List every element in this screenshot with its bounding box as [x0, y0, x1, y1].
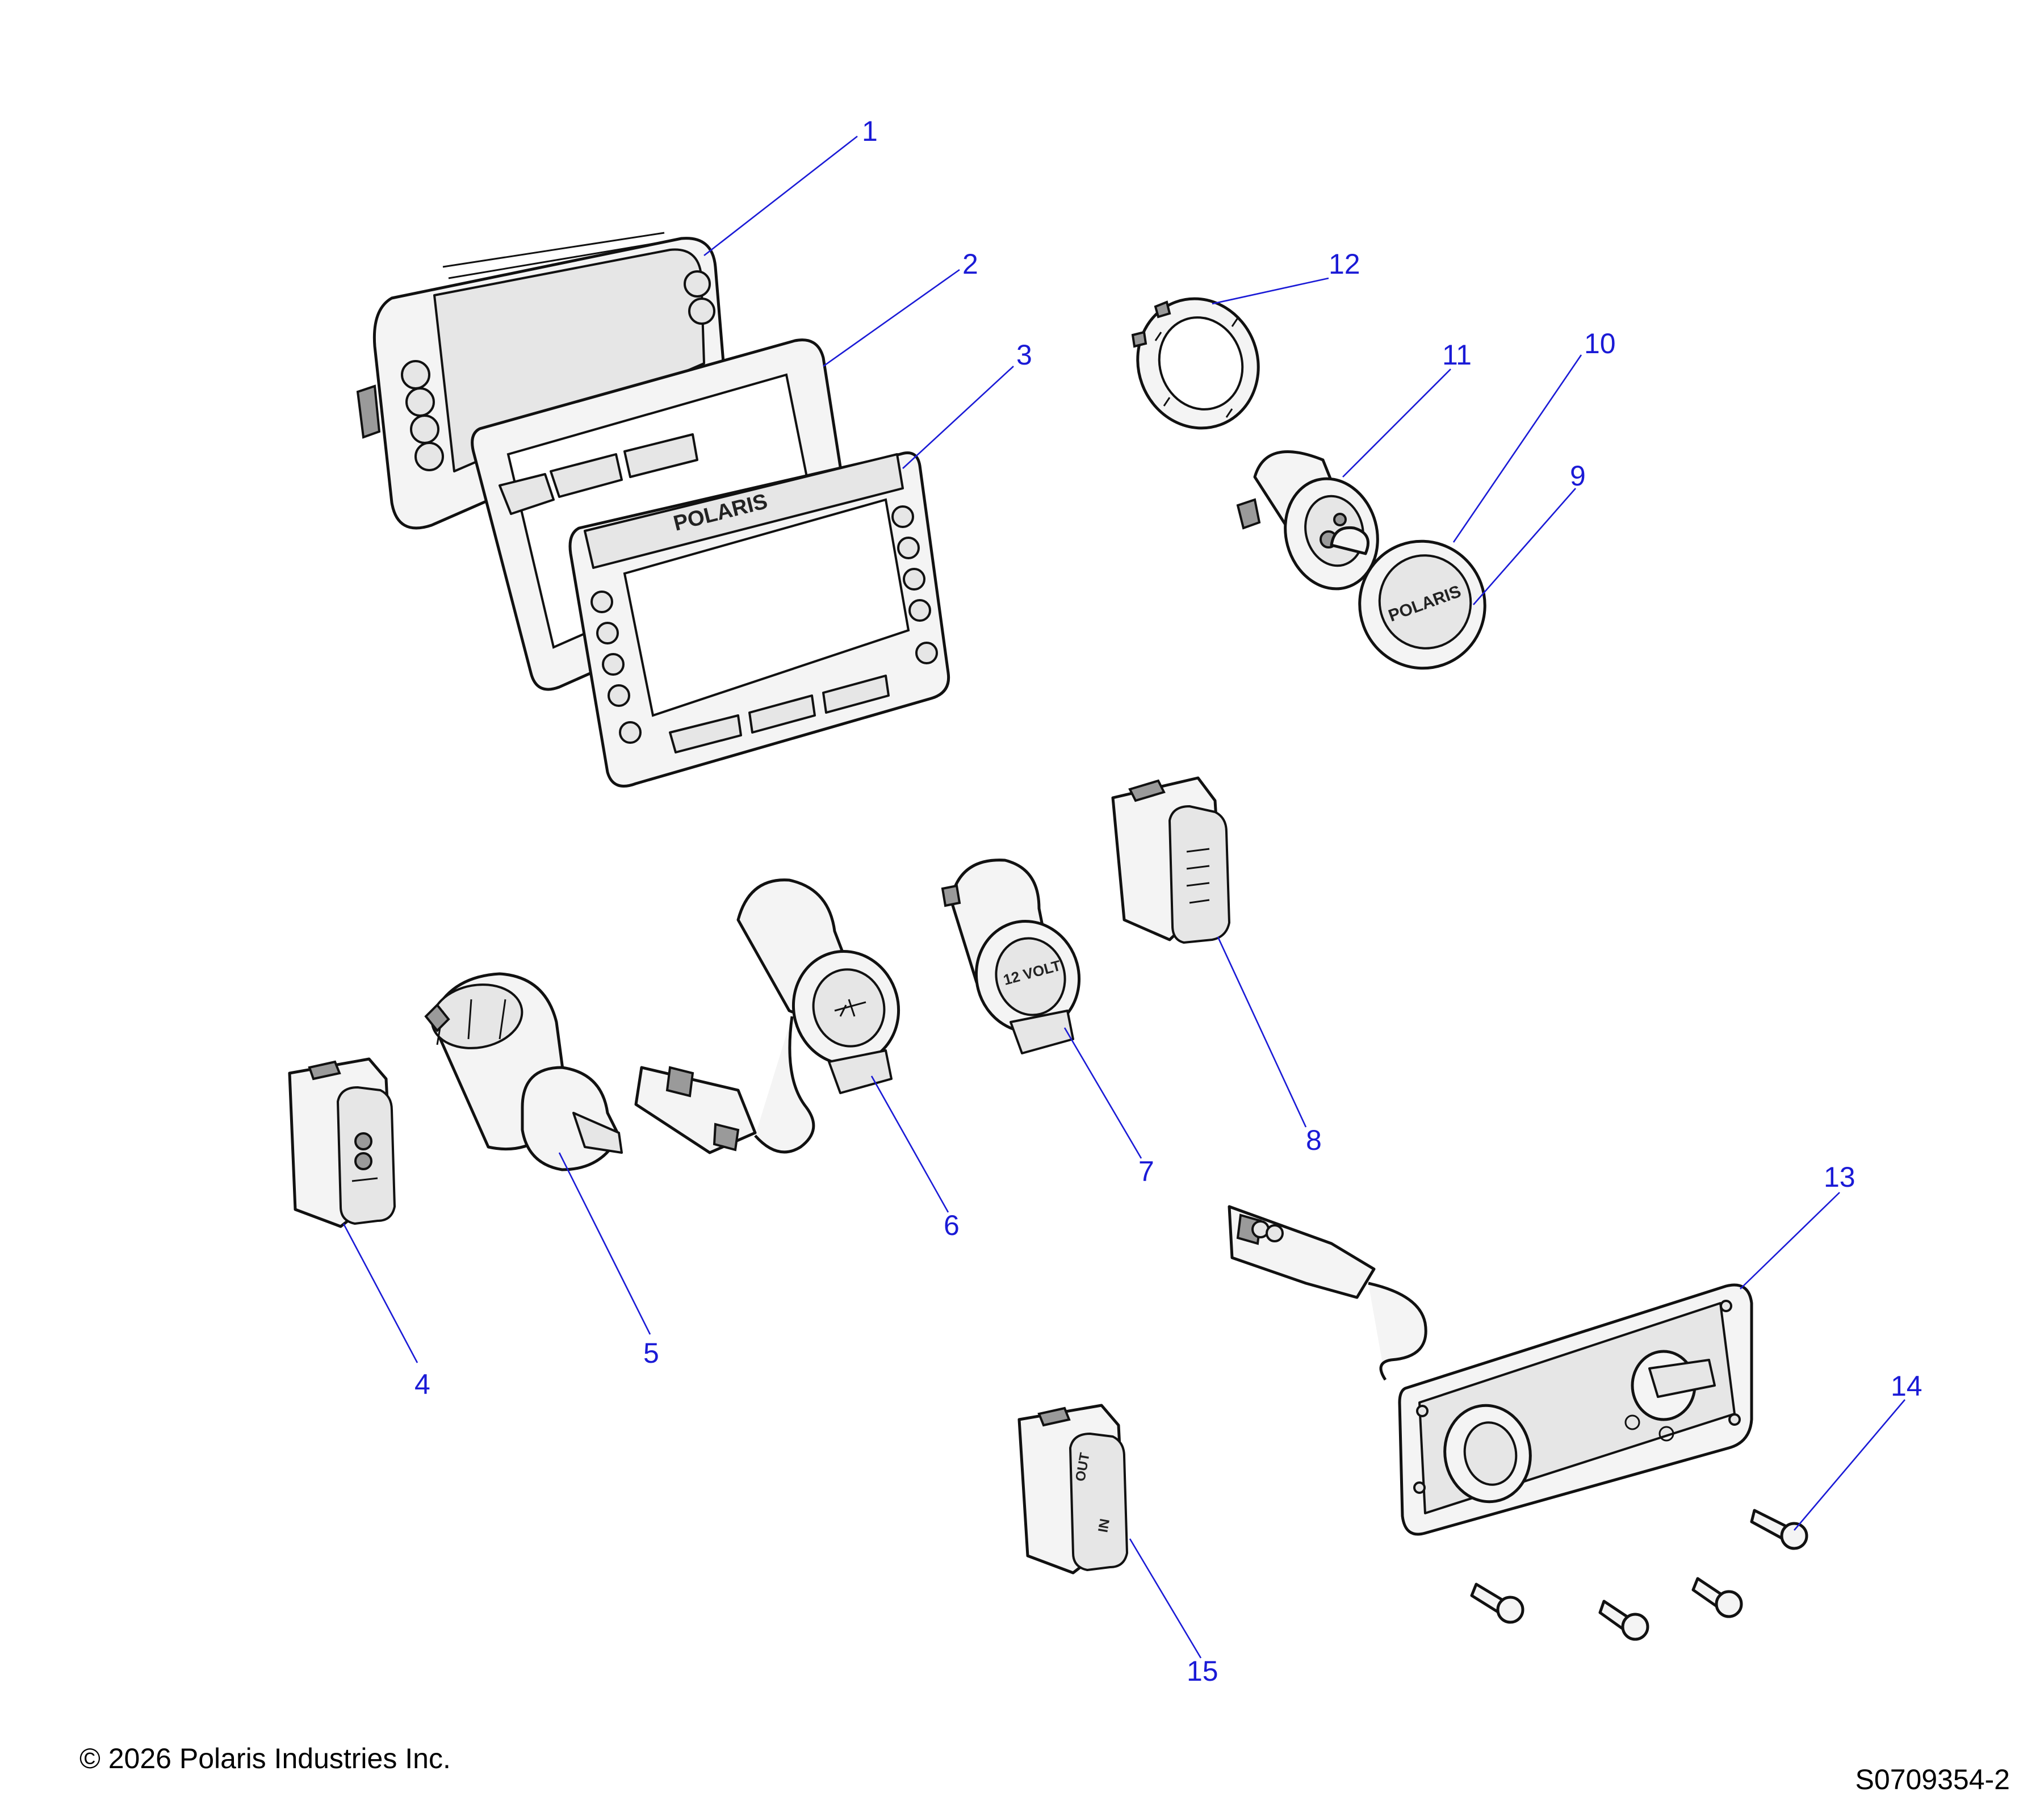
copyright-text: © 2026 Polaris Industries Inc.	[79, 1743, 451, 1774]
part-14-screws	[1470, 1509, 1808, 1641]
callout-6: 6	[944, 1209, 960, 1241]
callout-14: 14	[1891, 1370, 1922, 1402]
callout-11: 11	[1442, 339, 1472, 371]
part-9-10-socket-cap: POLARIS	[1330, 526, 1486, 670]
callout-5: 5	[643, 1337, 659, 1369]
callout-13: 13	[1824, 1161, 1855, 1193]
drawing-number: S0709354-2	[1855, 1764, 2010, 1795]
part-1-display-unit	[356, 232, 726, 530]
callout-1: 1	[862, 115, 878, 147]
callout-15: 15	[1187, 1655, 1218, 1687]
callout-9: 9	[1570, 460, 1586, 492]
part-13-control-panel	[1228, 1205, 1753, 1536]
part-5-ignition-switch	[424, 972, 623, 1171]
callout-numbers: 1 2 3 12 11 10 9 8 7 6 5 4 13 14 15	[414, 115, 1922, 1687]
callout-2: 2	[962, 248, 978, 280]
callout-10: 10	[1584, 328, 1616, 359]
part-3-bezel: POLARIS	[568, 451, 950, 788]
part-12-retaining-nut	[1131, 297, 1260, 430]
part-7-12-volt-socket: 12 VOLT	[941, 859, 1081, 1054]
part-4-rocker-switch	[288, 1057, 396, 1228]
part-6-usb-socket	[634, 878, 900, 1154]
callout-7: 7	[1138, 1155, 1154, 1187]
callout-12: 12	[1329, 248, 1360, 280]
leader-lines	[342, 135, 1905, 1659]
callout-3: 3	[1016, 339, 1032, 371]
callout-8: 8	[1306, 1124, 1322, 1156]
callout-4: 4	[414, 1368, 430, 1400]
switch-in-text: IN	[1095, 1518, 1113, 1534]
part-8-rocker-switch	[1111, 776, 1230, 944]
part-15-rocker-switch: OUT IN	[1017, 1404, 1128, 1575]
